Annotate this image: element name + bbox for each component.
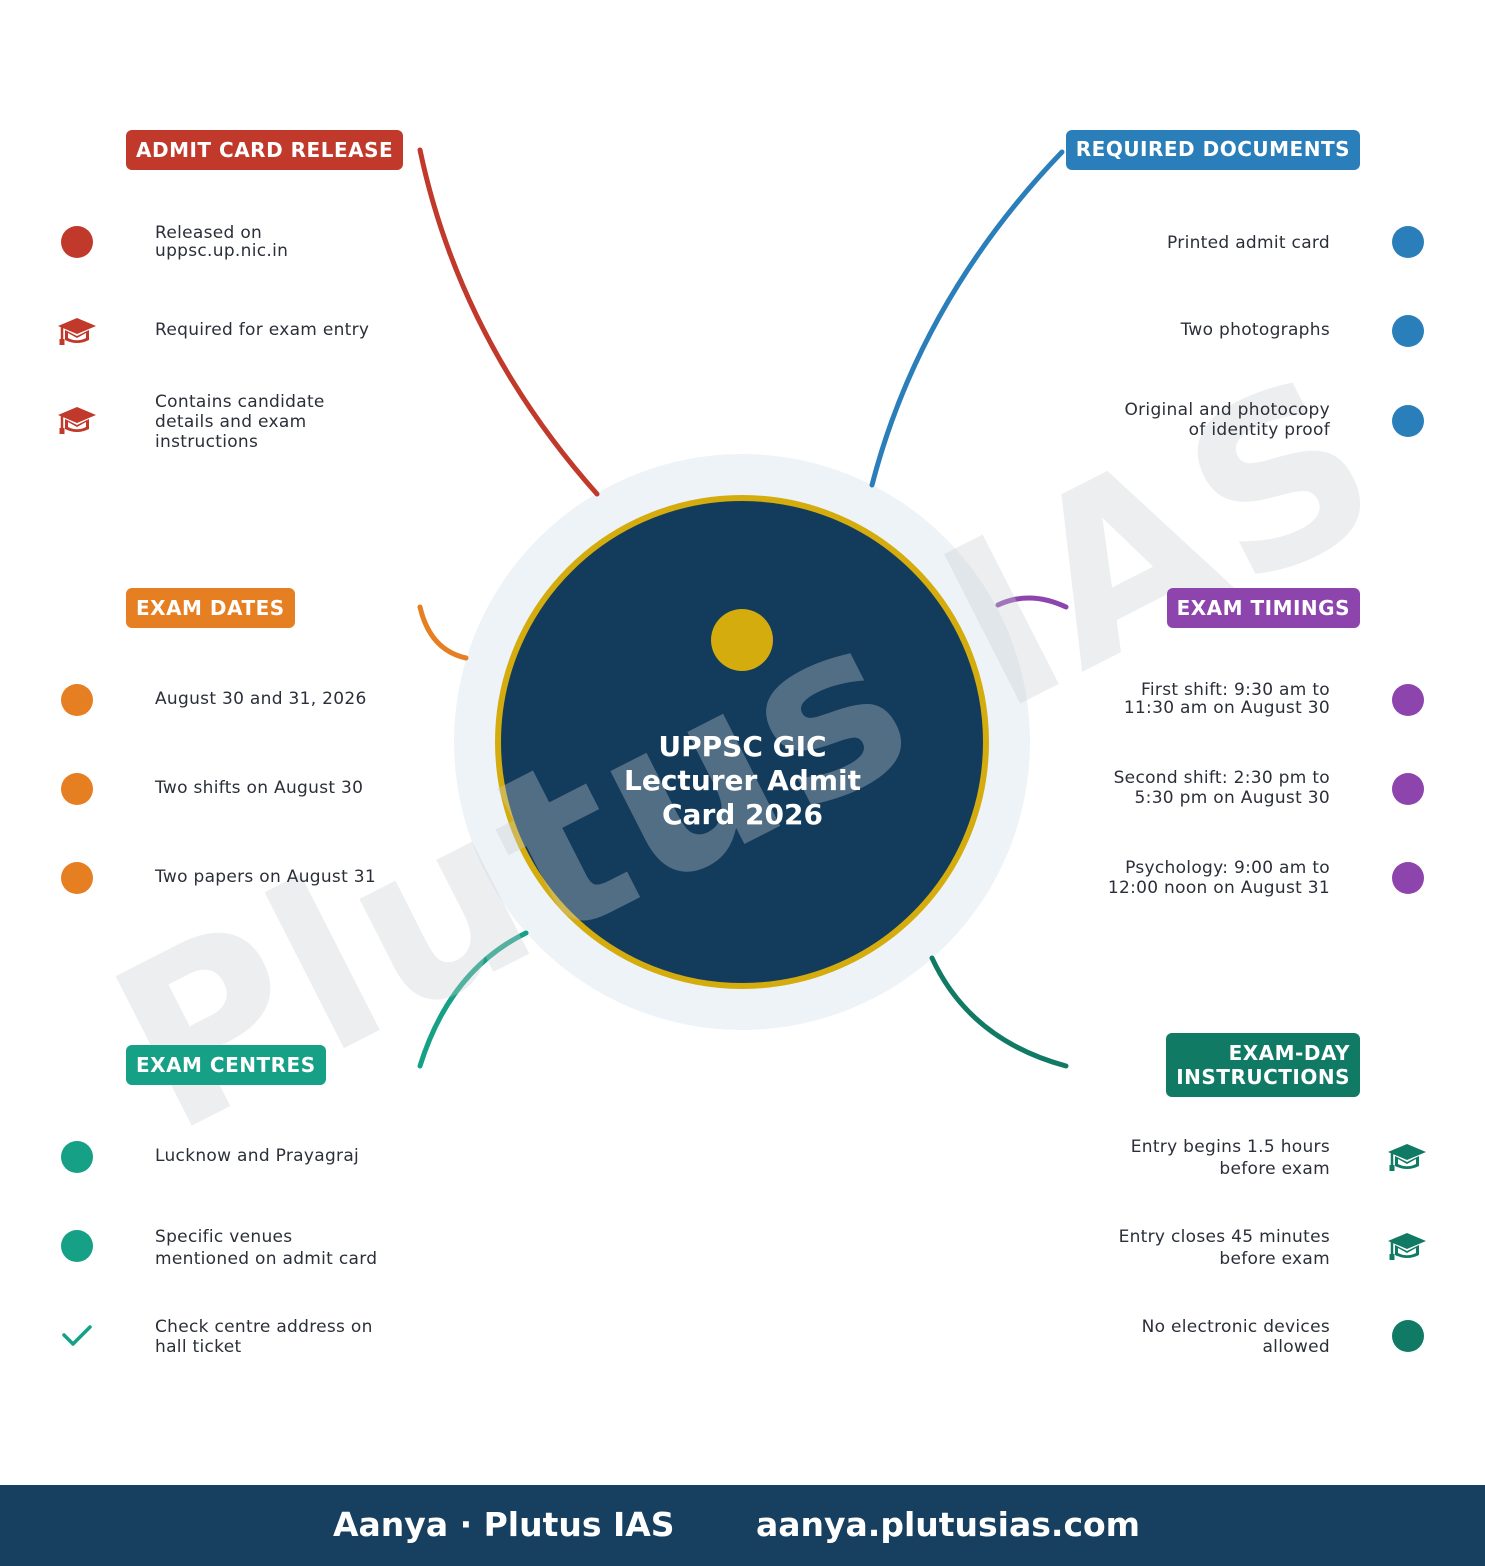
docs-item-1: Printed admit card [1167,233,1330,253]
centres-item-1-icon [61,1141,93,1173]
check-icon [62,1325,92,1346]
connector-timings [995,595,1069,610]
admit-item-2: Required for exam entry [155,320,370,340]
admit-item-1-icon [61,226,93,258]
dates-item-2-icon [61,773,93,805]
timings-item-3-icon [1392,862,1424,894]
connector-dates [417,604,469,661]
centres-item-2-icon [61,1230,93,1262]
docs-item-3-icon [1392,405,1424,437]
graduation-cap-icon [1388,1233,1426,1260]
footer-website[interactable]: aanya.plutusias.com [756,1505,1141,1544]
instructions-item-3-icon [1392,1320,1424,1352]
docs-item-1-icon [1392,226,1424,258]
timings-item-2-icon [1392,773,1424,805]
branch-label-docs: REQUIRED DOCUMENTS [1065,130,1360,170]
timings-item-1-icon [1392,684,1424,716]
branch-label-timings: EXAM TIMINGS [1166,588,1360,628]
connector-centres [417,930,529,1069]
hub-dot [711,609,773,671]
dates-item-1-icon [61,684,93,716]
dates-item-3-icon [61,862,93,894]
docs-item-2: Two photographs [1180,320,1330,340]
graduation-cap-icon [1388,1144,1426,1171]
footer-bar [0,1485,1485,1566]
branch-label-dates: EXAM DATES [126,588,295,628]
graduation-cap-icon [58,407,96,434]
docs-item-2-icon [1392,315,1424,347]
graduation-cap-icon [58,318,96,345]
hub-circle [495,495,989,989]
branch-label-admit: ADMIT CARD RELEASE [126,130,404,170]
connector-instructions [929,955,1069,1069]
connector-admit [417,147,600,497]
footer-author: Aanya · Plutus IAS [333,1505,675,1544]
dates-item-3: Two papers on August 31 [155,867,376,887]
branch-label-centres: EXAM CENTRES [126,1045,326,1085]
dates-item-2: Two shifts on August 30 [155,778,364,798]
connector-docs [869,149,1065,488]
dates-item-1: August 30 and 31, 2026 [155,689,367,709]
hub-title: UPPSC GIC Lecturer Admit Card 2026 [624,730,861,831]
centres-item-1: Lucknow and Prayagraj [155,1146,360,1166]
